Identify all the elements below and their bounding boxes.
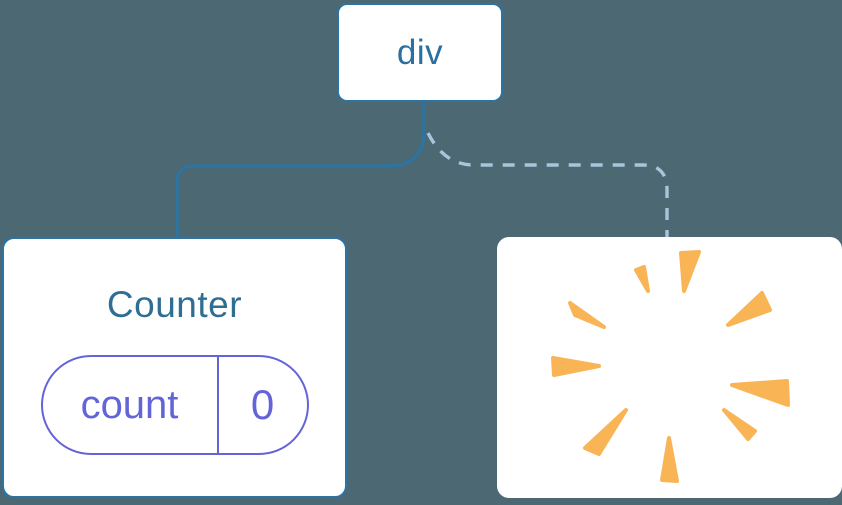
poof-ray	[721, 408, 757, 441]
state-value: 0	[250, 381, 275, 429]
poof-ray	[567, 301, 606, 329]
counter-title: Counter	[106, 284, 243, 325]
poof-ray	[582, 408, 628, 456]
state-pill: count 0	[40, 355, 309, 456]
poof-ray	[725, 291, 772, 327]
node-counter: Counter count 0	[2, 237, 347, 498]
node-div: div	[337, 3, 503, 102]
poof-ray	[550, 356, 601, 377]
edge-solid-parent-to-counter	[175, 100, 426, 241]
poof-ray	[633, 265, 650, 293]
edge-dashed-parent-to-removed	[426, 132, 669, 239]
poof-ray	[659, 436, 679, 483]
node-removed	[497, 237, 842, 498]
state-key-label: count	[43, 357, 219, 454]
poof-ray	[678, 250, 701, 293]
poof-ray	[729, 379, 790, 407]
node-div-label: div	[396, 32, 444, 72]
poof-icon	[550, 250, 790, 483]
